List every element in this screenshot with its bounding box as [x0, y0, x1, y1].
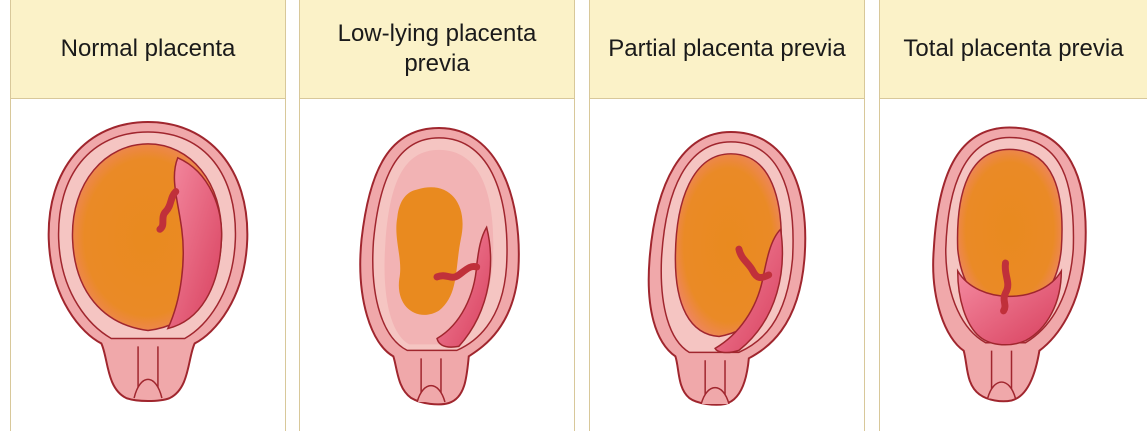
panel-header: Partial placenta previa [590, 0, 864, 99]
panel-partial-placenta-previa: Partial placenta previa [589, 0, 865, 431]
panel-header: Normal placenta [11, 0, 285, 99]
uterus-partial-placenta-previa-illustration [590, 99, 864, 431]
panel-title: Low-lying placenta previa [300, 19, 574, 79]
panel-total-placenta-previa: Total placenta previa [879, 0, 1147, 431]
uterus-normal-placenta-illustration [11, 99, 285, 431]
panel-title: Partial placenta previa [598, 34, 855, 64]
panel-header: Low-lying placenta previa [300, 0, 574, 99]
panel-header: Total placenta previa [880, 0, 1147, 99]
uterus-total-placenta-previa-illustration [880, 99, 1147, 431]
panel-title: Normal placenta [51, 34, 246, 64]
panel-low-lying-placenta-previa: Low-lying placenta previa [299, 0, 575, 431]
panel-normal-placenta: Normal placenta [10, 0, 286, 431]
panel-title: Total placenta previa [893, 34, 1133, 64]
uterus-low-lying-placenta-previa-illustration [300, 99, 574, 431]
